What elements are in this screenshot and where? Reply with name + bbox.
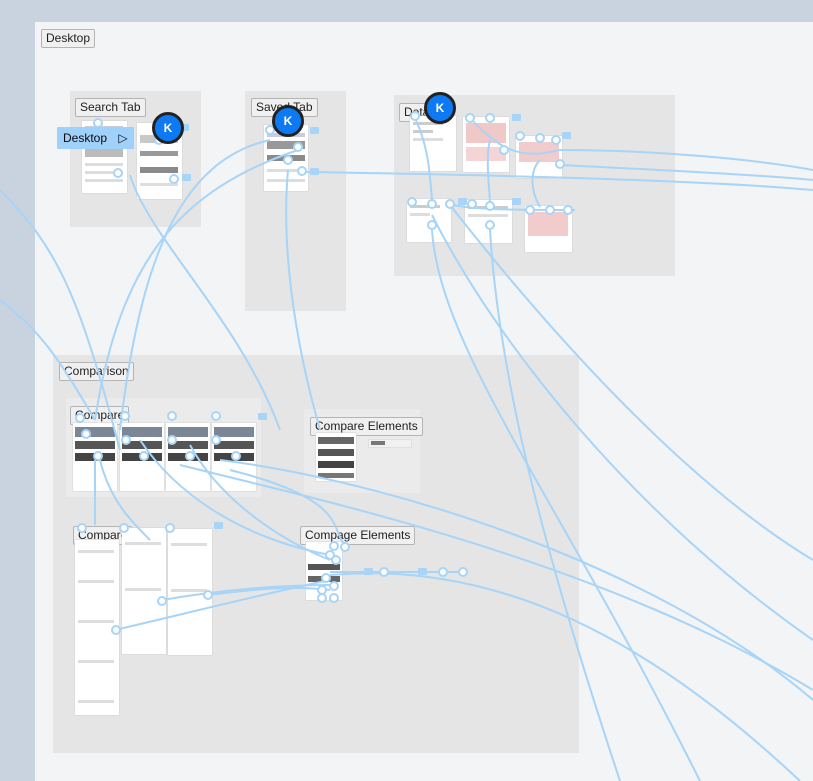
compare-long-frame-3[interactable] [168,529,212,655]
details-frame-5[interactable] [465,200,512,243]
compare-frame-3[interactable] [166,423,210,491]
compare-elements-frame[interactable] [316,433,356,481]
details-frame-3[interactable] [516,136,562,178]
pointer-arrow-icon: ▷ [118,131,128,145]
cursor-chip-label: Desktop [63,131,108,145]
details-frame-6[interactable] [525,206,572,252]
compare-long-frame-2[interactable] [122,528,166,654]
compage-elements-frame[interactable] [306,542,342,600]
comparison-label[interactable]: Comparison [59,362,134,381]
search-tab-label[interactable]: Search Tab [75,98,146,117]
compare-long-frame-1[interactable] [75,540,119,715]
avatar[interactable]: K [424,92,456,124]
avatar[interactable]: K [152,112,184,144]
compare-frame-2[interactable] [120,423,164,491]
details-frame-1[interactable] [410,116,456,171]
details-frame-4[interactable] [407,199,451,242]
compare-elements-strip[interactable] [369,440,411,447]
cursor-desktop-chip: Desktop ▷ [57,127,134,149]
details-frame-2[interactable] [463,117,509,172]
compare-elements-label[interactable]: Compare Elements [310,417,423,436]
compare-frame-4[interactable] [212,423,256,491]
compare-frame-1[interactable] [73,423,117,491]
desktop-page-label[interactable]: Desktop [41,29,96,48]
avatar[interactable]: K [272,105,304,137]
